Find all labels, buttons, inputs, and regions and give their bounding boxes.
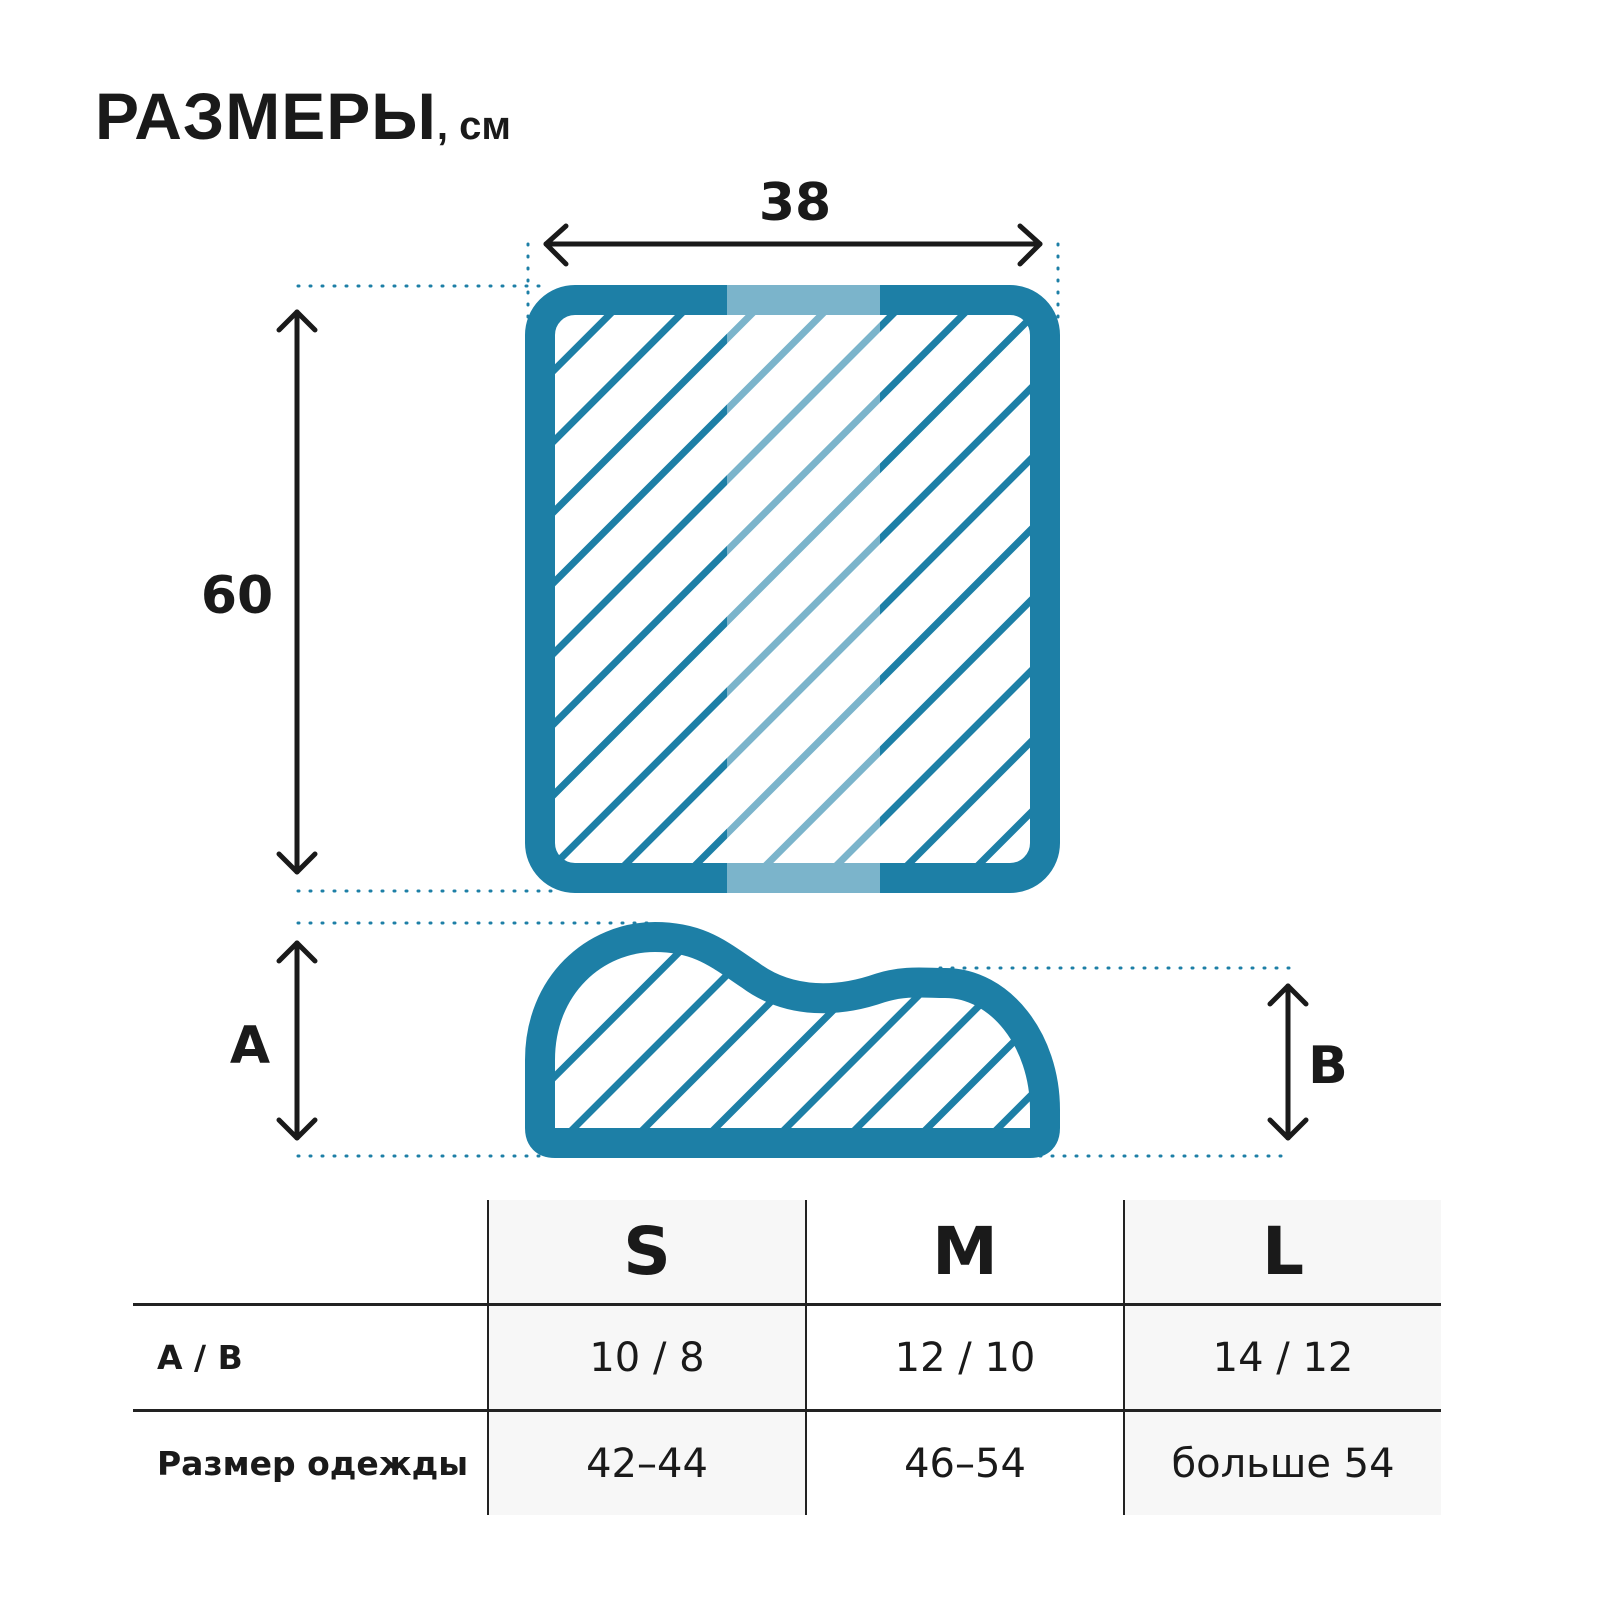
row-label: Размер одежды (133, 1409, 488, 1515)
size-table: S M L A / B 10 / 8 12 / 10 14 / 12 Разме… (133, 1200, 1441, 1515)
header-size-s: S (487, 1200, 806, 1305)
table-row: A / B 10 / 8 12 / 10 14 / 12 (133, 1303, 1441, 1411)
pillow-side-view (525, 922, 1060, 1158)
width-arrow (543, 223, 1043, 267)
table-header-row: S M L (133, 1200, 1441, 1305)
header-size-m: M (805, 1200, 1124, 1305)
title-unit: , см (436, 104, 511, 148)
table-row: Размер одежды 42–44 46–54 больше 54 (133, 1409, 1441, 1515)
center-band (727, 280, 880, 900)
table-cell: 14 / 12 (1123, 1303, 1441, 1411)
table-cell: больше 54 (1123, 1409, 1441, 1515)
b-label: B (1308, 1036, 1348, 1096)
height-label: 60 (201, 566, 273, 626)
pillow-top-view (525, 280, 1060, 900)
guide-lines (296, 242, 1292, 1158)
table-cell: 10 / 8 (487, 1303, 806, 1411)
a-arrow (276, 940, 318, 1141)
a-label: A (230, 1016, 270, 1076)
table-cell: 42–44 (487, 1409, 806, 1515)
title-main: РАЗМЕРЫ (95, 79, 437, 153)
empty-header-cell (133, 1200, 488, 1305)
page-title: РАЗМЕРЫ, см (95, 78, 511, 154)
height-arrow (276, 309, 318, 875)
header-size-l: L (1123, 1200, 1441, 1305)
width-label: 38 (759, 173, 831, 233)
table-cell: 12 / 10 (805, 1303, 1124, 1411)
b-arrow (1267, 983, 1309, 1141)
row-label: A / B (133, 1303, 488, 1411)
table-cell: 46–54 (805, 1409, 1124, 1515)
